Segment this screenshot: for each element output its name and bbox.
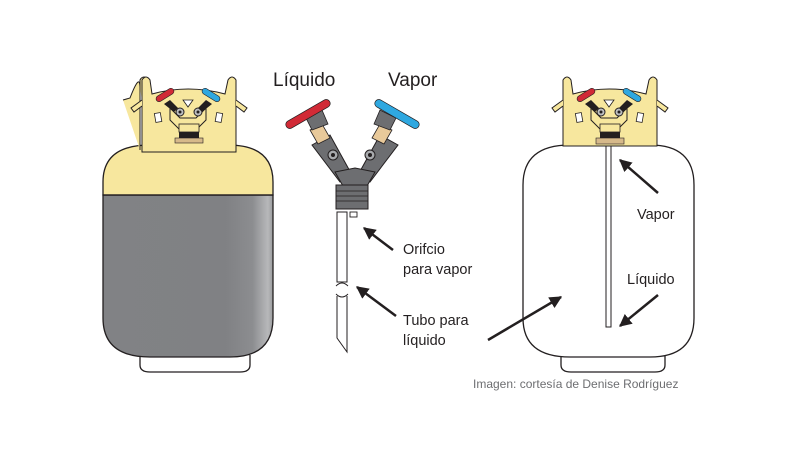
- right-vapor-arrow: [619, 159, 659, 194]
- liquid-tube-arrow: [355, 285, 397, 318]
- callout-vapor-port-line1: Orifcio: [403, 242, 445, 258]
- left-cylinder-liquid-fill: [102, 194, 274, 358]
- callout-vapor-port-line2: para vapor: [403, 262, 472, 278]
- valve-label-liquid: Líquido: [273, 70, 335, 91]
- right-cylinder: [522, 76, 695, 373]
- left-cylinder-foot: [139, 355, 251, 373]
- right-liquid-arrow: [619, 294, 659, 327]
- left-cylinder-vapor-handle-icon: [201, 87, 221, 103]
- image-credit: Imagen: cortesía de Denise Rodríguez: [473, 377, 678, 391]
- vapor-port-orifice: [349, 211, 358, 218]
- right-cylinder-vapor-handle-icon: [622, 87, 642, 103]
- right-label-vapor: Vapor: [637, 207, 675, 223]
- callout-liquid-tube-line2: líquido: [403, 333, 446, 349]
- left-cylinder: [102, 76, 274, 373]
- liquid-tube-to-right-arrow: [487, 295, 563, 342]
- vapor-port-arrow: [363, 227, 394, 251]
- left-cylinder-liquid-handle-icon: [155, 87, 175, 103]
- right-label-liquid: Líquido: [627, 272, 675, 288]
- y-valve: [285, 99, 420, 354]
- right-cylinder-liquid-handle-icon: [576, 87, 596, 103]
- liquid-valve-handle-icon: [285, 99, 331, 129]
- vapor-valve-handle-icon: [374, 99, 420, 129]
- valve-label-vapor: Vapor: [388, 70, 438, 91]
- right-cylinder-collar: [551, 76, 669, 147]
- callout-liquid-tube-line1: Tubo para: [403, 313, 469, 329]
- right-cylinder-foot: [560, 355, 666, 373]
- liquid-dip-tube: [336, 211, 348, 283]
- left-cylinder-collar: [122, 76, 248, 153]
- right-cylinder-dip-tube: [605, 145, 612, 328]
